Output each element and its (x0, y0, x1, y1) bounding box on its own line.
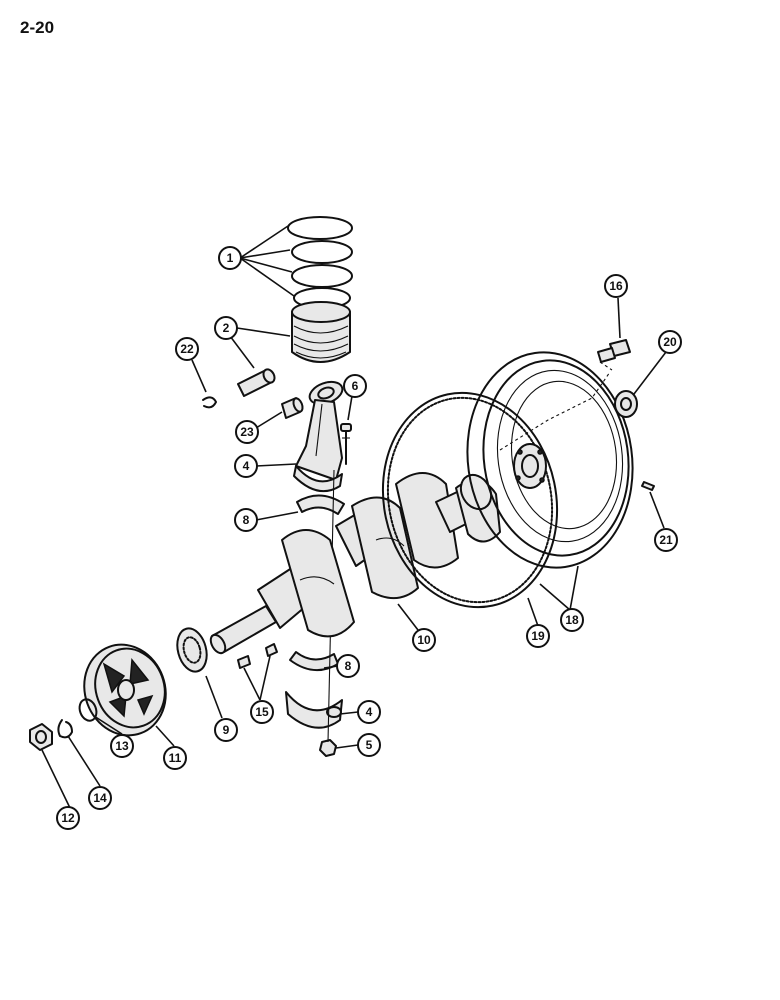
callout-21-label: 21 (659, 533, 673, 547)
callout-2-label: 2 (223, 321, 230, 335)
lower-bearing-shell (289, 651, 339, 671)
circlip (202, 396, 217, 409)
crankshaft-pulley (83, 643, 167, 737)
woodruff-keys (237, 643, 278, 669)
callout-6: 6 (343, 374, 367, 398)
callout-22-label: 22 (180, 342, 194, 356)
leader-lines (41, 225, 667, 809)
lock-washer (57, 719, 73, 739)
callout-2: 2 (214, 316, 238, 340)
callout-8-lower: 8 (336, 654, 360, 678)
con-rod-nut (319, 739, 337, 757)
piston (291, 301, 351, 363)
callout-15: 15 (250, 700, 274, 724)
callout-20-label: 20 (663, 335, 677, 349)
rear-seal (614, 390, 638, 418)
callout-13-label: 13 (115, 739, 129, 753)
callout-19: 19 (526, 624, 550, 648)
callout-23-label: 23 (240, 425, 254, 439)
callout-8-upper: 8 (234, 508, 258, 532)
callout-14: 14 (88, 786, 112, 810)
callout-18: 18 (560, 608, 584, 632)
callout-18-label: 18 (565, 613, 579, 627)
callout-9-label: 9 (223, 723, 230, 737)
callout-11-label: 11 (169, 751, 182, 765)
callout-16: 16 (604, 274, 628, 298)
callout-20: 20 (658, 330, 682, 354)
callout-14-label: 14 (93, 791, 107, 805)
upper-bearing-shell (296, 494, 345, 515)
piston-rings (287, 216, 353, 309)
callout-10-label: 10 (417, 633, 431, 647)
flywheel (466, 351, 634, 569)
callout-5: 5 (357, 733, 381, 757)
callout-9: 9 (214, 718, 238, 742)
flywheel-bolt (597, 339, 631, 363)
ring-gear (381, 391, 559, 609)
bolt-path-line (499, 361, 613, 451)
callout-4-lower-label: 4 (366, 705, 373, 719)
callout-23: 23 (235, 420, 259, 444)
callout-4-lower: 4 (357, 700, 381, 724)
callout-16-label: 16 (609, 279, 623, 293)
washer (78, 698, 98, 722)
callout-4-upper: 4 (234, 454, 258, 478)
crankshaft (209, 472, 501, 655)
callout-13: 13 (110, 734, 134, 758)
pulley-nut (29, 723, 53, 751)
callout-12: 12 (56, 806, 80, 830)
callout-15-label: 15 (255, 705, 269, 719)
callout-21: 21 (654, 528, 678, 552)
callout-1: 1 (218, 246, 242, 270)
crankshaft-gear (176, 627, 208, 673)
connecting-rod (293, 380, 344, 493)
small-end-bushing (281, 397, 304, 419)
callout-5-label: 5 (366, 738, 373, 752)
callout-10: 10 (412, 628, 436, 652)
callout-8-lower-label: 8 (345, 659, 352, 673)
dowel-pin (641, 481, 655, 491)
callout-19-label: 19 (531, 629, 545, 643)
page-number: 2-20 (20, 18, 55, 37)
callout-1-label: 1 (227, 251, 234, 265)
callout-11: 11 (163, 746, 187, 770)
connecting-rod-cap (285, 691, 343, 729)
callout-12-label: 12 (61, 811, 75, 825)
callout-4-upper-label: 4 (243, 459, 250, 473)
con-rod-bolt (340, 423, 352, 465)
callout-8-upper-label: 8 (243, 513, 250, 527)
callout-6-label: 6 (352, 379, 359, 393)
callout-22: 22 (175, 337, 199, 361)
wrist-pin (237, 368, 276, 397)
